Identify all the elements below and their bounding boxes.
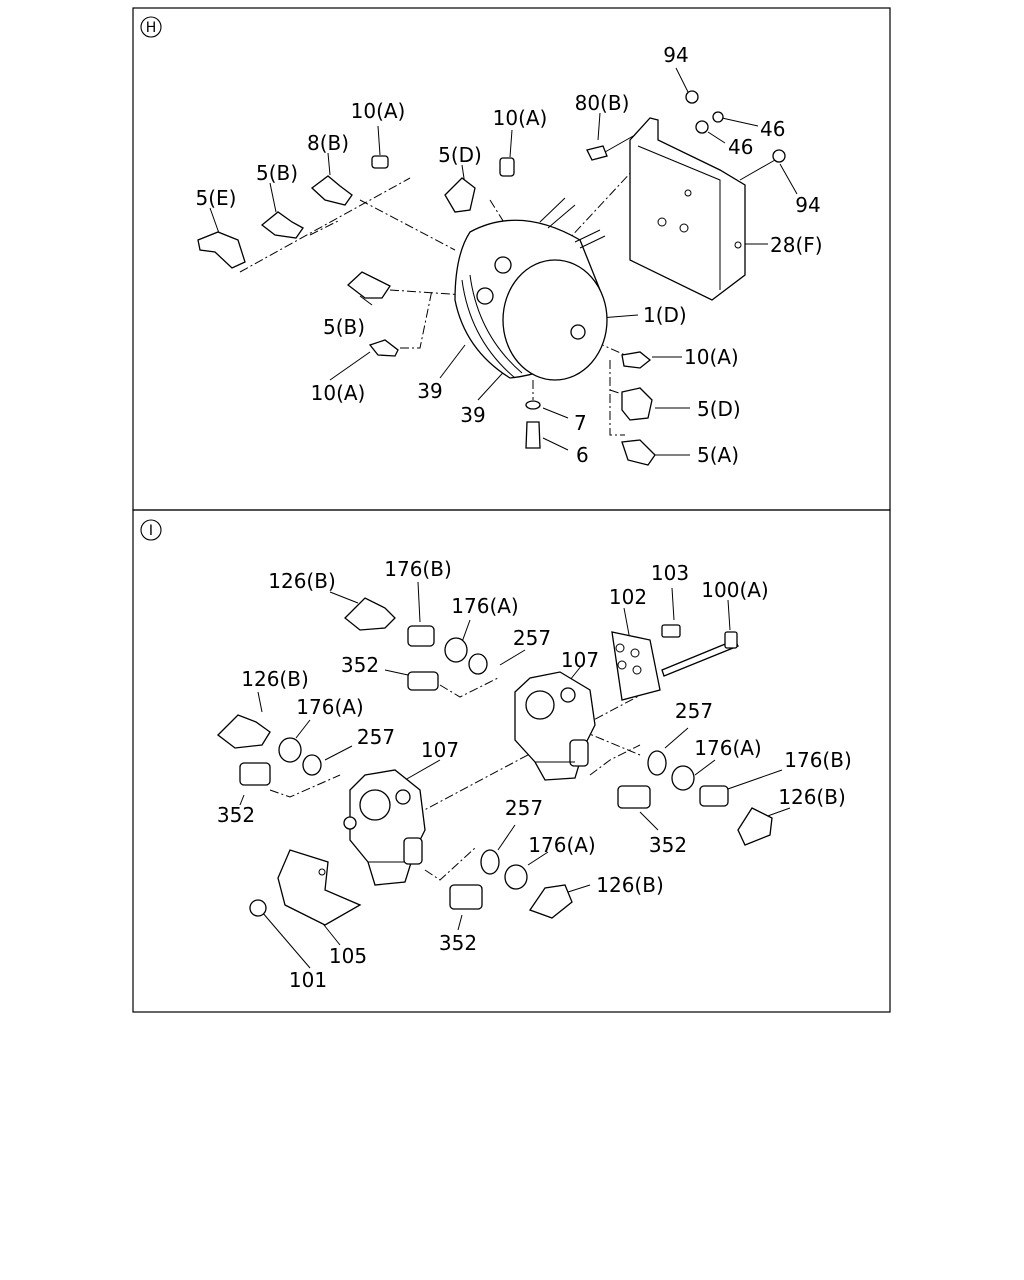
label-80b: 80(B) — [575, 91, 630, 115]
panel-i: I — [132, 509, 891, 1013]
label-101: 101 — [289, 968, 327, 992]
label-257-c: 257 — [675, 699, 713, 723]
bracket-28f — [629, 117, 746, 301]
svg-text:I: I — [149, 523, 153, 539]
label-10a-d: 10(A) — [311, 381, 366, 405]
label-100a: 100(A) — [701, 578, 768, 602]
label-5d-b: 5(D) — [697, 397, 741, 421]
panel-i-badge: I — [140, 519, 162, 541]
panel-h-badge: H — [140, 16, 162, 38]
label-8b: 8(B) — [307, 131, 349, 155]
label-257-a: 257 — [513, 626, 551, 650]
label-105: 105 — [329, 944, 367, 968]
label-1d: 1(D) — [643, 303, 687, 327]
fittings-h — [197, 90, 786, 466]
label-5a: 5(A) — [697, 443, 739, 467]
valve-107-upper — [514, 671, 596, 781]
label-352-d: 352 — [439, 931, 477, 955]
label-94-a: 94 — [663, 43, 688, 67]
label-6: 6 — [576, 443, 589, 467]
label-126b-d: 126(B) — [596, 873, 664, 897]
label-107-a: 107 — [561, 648, 599, 672]
brake-chamber-1d — [454, 197, 608, 381]
label-46-b: 46 — [728, 135, 753, 159]
bracket-105 — [277, 849, 362, 926]
label-352-a: 352 — [341, 653, 379, 677]
panel-i-frame — [132, 509, 891, 1013]
bracket-102 — [611, 631, 661, 701]
label-10a-c: 10(A) — [684, 345, 739, 369]
svg-text:H: H — [146, 20, 157, 36]
label-39-a: 39 — [417, 379, 442, 403]
label-5b-a: 5(B) — [256, 161, 298, 185]
label-352-b: 352 — [217, 803, 255, 827]
label-176b-a: 176(B) — [384, 557, 452, 581]
panel-i-labels: 126(B) 176(B) 176(A) 257 103 100(A) 102 … — [217, 557, 852, 992]
label-39-b: 39 — [460, 403, 485, 427]
label-126b-b: 126(B) — [241, 667, 309, 691]
label-5e: 5(E) — [196, 186, 237, 210]
label-107-b: 107 — [421, 738, 459, 762]
label-126b-a: 126(B) — [268, 569, 336, 593]
panel-h: H — [132, 7, 891, 511]
label-176a-d: 176(A) — [528, 833, 595, 857]
label-176a-b: 176(A) — [296, 695, 363, 719]
panel-h-labels: 94 80(B) 46 46 10(A) 10(A) 5(D) 8(B) 5(B… — [196, 43, 823, 467]
label-102: 102 — [609, 585, 647, 609]
label-5b-b: 5(B) — [323, 315, 365, 339]
label-10a-b: 10(A) — [493, 106, 548, 130]
label-10a-a: 10(A) — [351, 99, 406, 123]
label-7: 7 — [574, 411, 587, 435]
label-28f: 28(F) — [770, 233, 823, 257]
fittings-i — [217, 597, 773, 919]
valve-107-lower — [343, 769, 426, 886]
label-176a-c: 176(A) — [694, 736, 761, 760]
label-257-d: 257 — [505, 796, 543, 820]
label-94-b: 94 — [795, 193, 820, 217]
label-103: 103 — [651, 561, 689, 585]
label-257-b: 257 — [357, 725, 395, 749]
label-176b-b: 176(B) — [784, 748, 852, 772]
label-126b-c: 126(B) — [778, 785, 846, 809]
label-176a-a: 176(A) — [451, 594, 518, 618]
label-5d-a: 5(D) — [438, 143, 482, 167]
label-352-c: 352 — [649, 833, 687, 857]
label-46-a: 46 — [760, 117, 785, 141]
